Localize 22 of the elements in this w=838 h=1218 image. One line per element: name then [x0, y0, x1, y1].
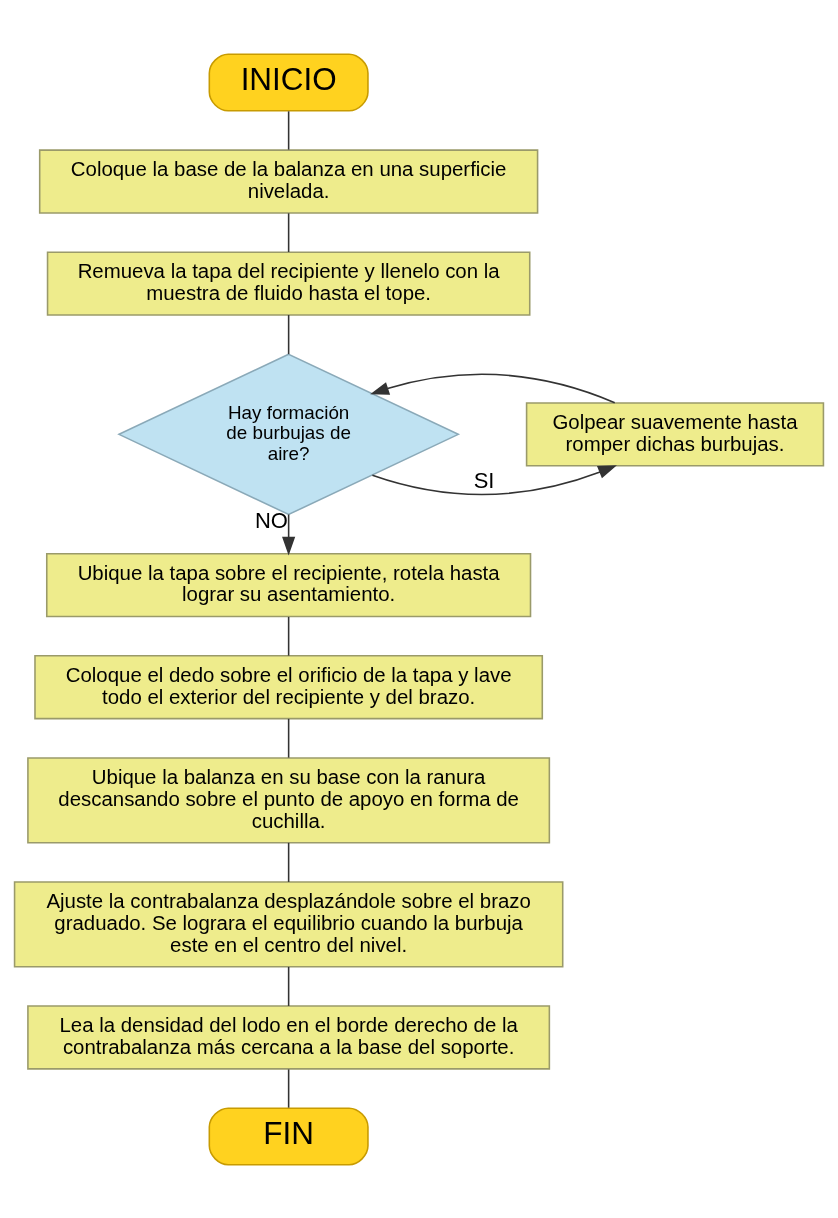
arrow	[282, 513, 296, 556]
connector	[287, 212, 290, 253]
node-box: Coloque el dedo sobre el orificio de la tapa y lave todo el exterior del recipiente y del brazo.	[34, 654, 544, 719]
connector	[287, 717, 290, 758]
connector	[287, 841, 290, 883]
arrow	[370, 373, 616, 403]
node-box: Ajuste la contrabalanza desplazándole sobre el brazo graduado. Se lograra el equilibrio cuando la burbuja este en el centro del nivel.	[13, 880, 564, 968]
connector	[287, 313, 290, 355]
node-box: Ubique la balanza en su base con la ranura descansando sobre el punto de apoyo en forma de cuchilla.	[27, 756, 551, 844]
connector	[287, 615, 290, 656]
connector	[287, 110, 290, 150]
node-box: Ubique la tapa sobre el recipiente, rotela hasta lograr su asentamiento.	[45, 552, 532, 617]
node-box: Golpear suavemente hasta romper dichas burbujas.	[525, 401, 825, 467]
node-box: Coloque la base de la balanza en una superficie nivelada.	[38, 148, 539, 214]
arrow	[371, 464, 617, 495]
connector	[287, 965, 290, 1007]
edge-label: SI	[473, 467, 495, 493]
node-box: Lea la densidad del lodo en el borde derecho de la contrabalanza más cercana a la base del soporte.	[27, 1004, 551, 1070]
node-box: Remueva la tapa del recipiente y llenelo con la muestra de fluido hasta el tope.	[46, 250, 531, 316]
node-box: FIN	[208, 1106, 369, 1165]
node-box: INICIO	[208, 53, 369, 112]
connector	[287, 1068, 290, 1108]
